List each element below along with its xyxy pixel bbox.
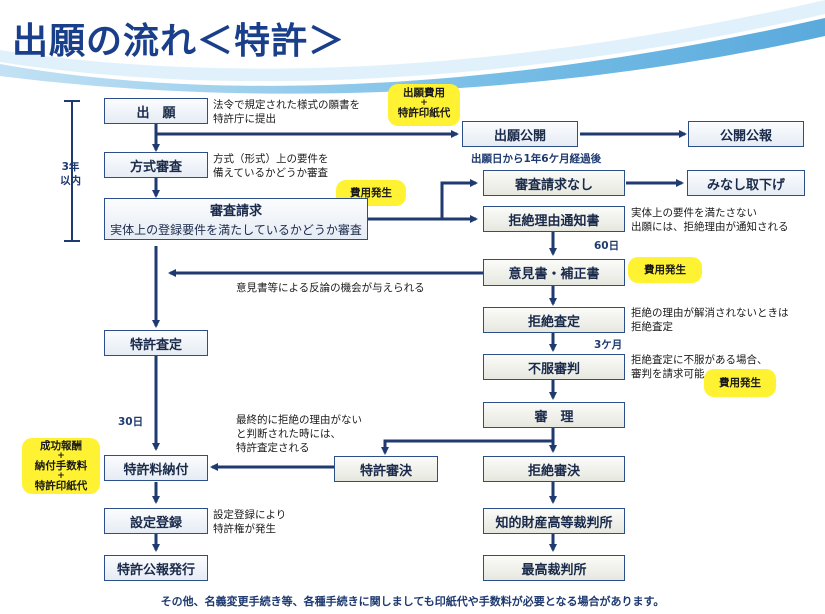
note-after-18-months: 出願日から1年6ケ月経過後 [471,153,602,165]
box-patent-fee: 特許料納付 [104,455,208,481]
box-gazette-issue: 特許公報発行 [104,555,208,581]
note-refusal-notice: 実体上の要件を満たさない 出願には、拒絶理由が通知される [631,207,789,233]
footer-note: その他、名義変更手続き等、各種手続きに関しましても印紙代や手数料が必要となる場合… [160,595,665,608]
note-appeal: 拒絶査定に不服がある場合、 審判を請求可能 [631,354,768,380]
fee-highlight-success [22,438,100,494]
fee-highlight-cost3 [704,369,776,397]
box-patent-decision: 特許査定 [104,330,208,356]
note-opinion: 意見書等による反論の機会が与えられる [236,282,425,294]
fee-highlight-cost2 [628,257,702,283]
note-application: 法令で規定された様式の願書を 特許庁に提出 [213,99,360,125]
box-ip-court: 知的財産高等裁判所 [483,508,625,534]
box-registration: 設定登録 [104,508,208,534]
box-no-request: 審査請求なし [483,170,625,196]
note-3-months: 3ケ月 [594,339,623,351]
box-publication: 出願公開 [462,121,578,147]
note-refusal-decision: 拒絶の理由が解消されないときは 拒絶査定 [631,307,789,333]
page-title: 出願の流れ＜特許＞ [12,21,346,62]
exam-request-sub: 実体上の登録要件を満たしているかどうか審査 [110,223,362,237]
box-refusal-decision: 拒絶査定 [483,307,625,333]
box-gazette: 公開公報 [688,121,804,147]
header-swoosh-light [0,0,825,82]
box-trial: 審 理 [483,402,625,428]
box-refusal-notice: 拒絶理由通知書 [483,206,625,232]
fee-application: 出願費用 + 特許印紙代 [397,87,451,119]
fee-cost3: 費用発生 [719,377,761,389]
box-formal-exam: 方式審査 [104,152,208,178]
note-30-days: 30日 [118,416,144,428]
fee-highlight-application [388,84,460,126]
box-appeal: 不服審判 [483,354,625,380]
note-registration: 設定登録により 特許権が発生 [213,509,287,535]
period-line2: 以内 [60,175,81,187]
fee-cost2: 費用発生 [644,264,686,276]
exam-request-title: 審査請求 [209,204,262,219]
header-swoosh [0,18,825,94]
period-line1: 3年 [61,161,80,173]
fee-cost1: 費用発生 [350,187,392,199]
note-60-days: 60日 [594,240,620,252]
note-formal: 方式（形式）上の要件を 備えているかどうか審査 [213,153,329,179]
box-application: 出 願 [104,98,208,124]
box-exam-request: 審査請求 実体上の登録要件を満たしているかどうか審査 [104,198,368,240]
box-opinion: 意見書・補正書 [483,259,625,286]
box-deemed-withdrawn: みなし取下げ [687,170,805,196]
period-label: 3年 以内 [60,160,81,188]
box-supreme-court: 最高裁判所 [483,555,625,581]
box-refusal-appeal-decision: 拒絶審決 [483,456,625,482]
note-final: 最終的に拒絶の理由がない と判断された時には、 特許査定される [236,414,362,454]
fee-success: 成功報酬 + 納付手数料 + 特許印紙代 [34,440,88,492]
box-patent-appeal-decision: 特許審決 [334,456,438,482]
